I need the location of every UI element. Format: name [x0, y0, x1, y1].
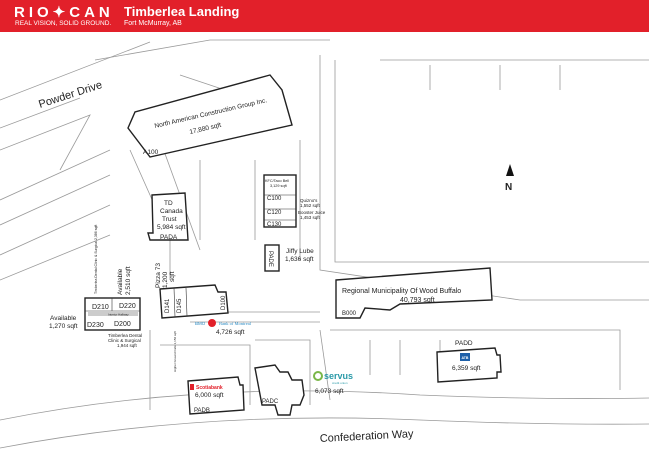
building-b000[interactable]: Regional Municipality Of Wood Buffalo 40…	[335, 267, 493, 319]
pizza73-unit: sqft	[169, 271, 176, 282]
building-padc[interactable]: PADC servus credit union 6,073 sqft	[254, 364, 353, 416]
unit-b000: B000	[342, 311, 357, 317]
building-pada[interactable]: TD Canada Trust 5,984 sqft PADA	[147, 192, 189, 241]
logo-tagline: REAL VISION, SOLID GROUND.	[15, 20, 112, 27]
header-banner: RIO✦CAN REAL VISION, SOLID GROUND. Timbe…	[0, 0, 649, 32]
riocan-logo: RIO✦CAN	[14, 4, 114, 21]
bmo-label: BMO	[195, 321, 206, 326]
higher-ground-label: Higher Ground Cafe 1,156 sqft	[173, 331, 177, 372]
building-c[interactable]: KFC/Taco Bell 3,129 sqft C100 C120 C130 …	[263, 174, 326, 228]
page-subtitle: Fort McMurray, AB	[124, 20, 182, 27]
unit-d200: D200	[114, 321, 131, 328]
quiznos-sqft: 1,552 sqft	[300, 203, 321, 208]
unit-d220: D220	[119, 303, 136, 310]
scotiabank-label: Scotiabank	[196, 385, 223, 391]
bmo-logo-icon	[208, 319, 216, 327]
unit-c100: C100	[267, 196, 282, 202]
rmwb-label: Regional Municipality Of Wood Buffalo	[342, 288, 461, 295]
servus-logo-icon	[313, 371, 323, 381]
scotiabank-sqft: 6,000 sqft	[195, 392, 224, 399]
available-2-label: Available	[50, 315, 77, 322]
north-label: N	[505, 182, 512, 193]
servus-label: servus	[324, 371, 353, 381]
kfc-sqft: 3,129 sqft	[270, 184, 288, 188]
hallway-label: Interior Hallway	[108, 313, 129, 317]
scotiabank-logo-icon	[190, 384, 194, 390]
building-a100[interactable]: North American Construction Group Inc. 1…	[127, 74, 293, 158]
building-pade[interactable]: PADE Jiffy Lube 1,636 sqft	[264, 244, 314, 272]
bmo-full-label: Bank of Montreal	[219, 321, 252, 326]
unit-c130: C130	[267, 222, 282, 228]
atb-label: ATB	[462, 356, 469, 360]
building-padb[interactable]: Scotiabank 6,000 sqft PADB	[187, 376, 245, 415]
booster-sqft: 1,453 sqft	[300, 215, 321, 220]
atb-sqft: 6,359 sqft	[452, 365, 481, 372]
dental-label-1: Timberlea Dental	[108, 333, 142, 338]
servus-sub-label: credit union	[332, 381, 348, 385]
available-1-label: Available	[117, 268, 124, 295]
site-plan: Powder Drive Confederation Way N North A…	[0, 39, 649, 449]
unit-d100: D100	[221, 295, 227, 310]
unit-d230: D230	[87, 322, 104, 329]
dental-sqft: 1,944 sqft	[117, 343, 138, 348]
dental-small-label: Timberlea Dental Clinic & Surgical 2,386…	[94, 225, 98, 294]
quiznos-label: Quizno's	[300, 198, 318, 203]
pizza73-label: Pizza 73	[155, 263, 162, 288]
td-line-2: Canada	[160, 208, 183, 215]
servus-sqft: 6,073 sqft	[315, 388, 344, 395]
bmo-sqft: 4,726 sqft	[216, 329, 245, 336]
building-d-east[interactable]: D141 D145 D100 Higher Ground Cafe 1,156 …	[159, 284, 252, 372]
available-2-sqft: 1,270 sqft	[49, 323, 78, 330]
unit-pade: PADE	[267, 251, 273, 267]
booster-label: Booster Juice	[298, 210, 326, 215]
unit-d210: D210	[92, 304, 109, 311]
building-d-west[interactable]: D210 D220 Interior Hallway D230 D200 Ava…	[49, 225, 176, 348]
jiffy-label: Jiffy Lube	[286, 248, 314, 255]
rmwb-sqft: 40,793 sqft	[400, 297, 435, 304]
jiffy-sqft: 1,636 sqft	[285, 256, 314, 263]
street-label-powder-drive: Powder Drive	[37, 79, 104, 111]
street-label-confederation-way: Confederation Way	[320, 428, 415, 445]
pizza73-sqft: 1,200	[162, 271, 169, 288]
unit-pada: PADA	[160, 234, 178, 241]
building-padd[interactable]: PADD ATB 6,359 sqft	[436, 340, 502, 383]
td-line-1: TD	[164, 200, 173, 207]
unit-d145: D145	[177, 298, 183, 313]
td-line-3: Trust	[162, 216, 177, 223]
page-title: Timberlea Landing	[124, 4, 240, 19]
unit-padc: PADC	[262, 399, 279, 405]
unit-padd: PADD	[455, 340, 473, 347]
td-sqft: 5,984 sqft	[157, 224, 186, 231]
available-1-sqft: 2,510 sqft	[125, 266, 132, 295]
unit-a100: A100	[143, 149, 159, 156]
atb-logo-icon	[460, 353, 470, 361]
north-arrow-icon: N	[505, 164, 514, 193]
unit-c120: C120	[267, 210, 282, 216]
dental-label-2: Clinic & Surgical	[108, 338, 141, 343]
kfc-label: KFC/Taco Bell	[265, 179, 289, 183]
unit-d141: D141	[165, 298, 171, 313]
unit-padb: PADB	[194, 408, 210, 414]
